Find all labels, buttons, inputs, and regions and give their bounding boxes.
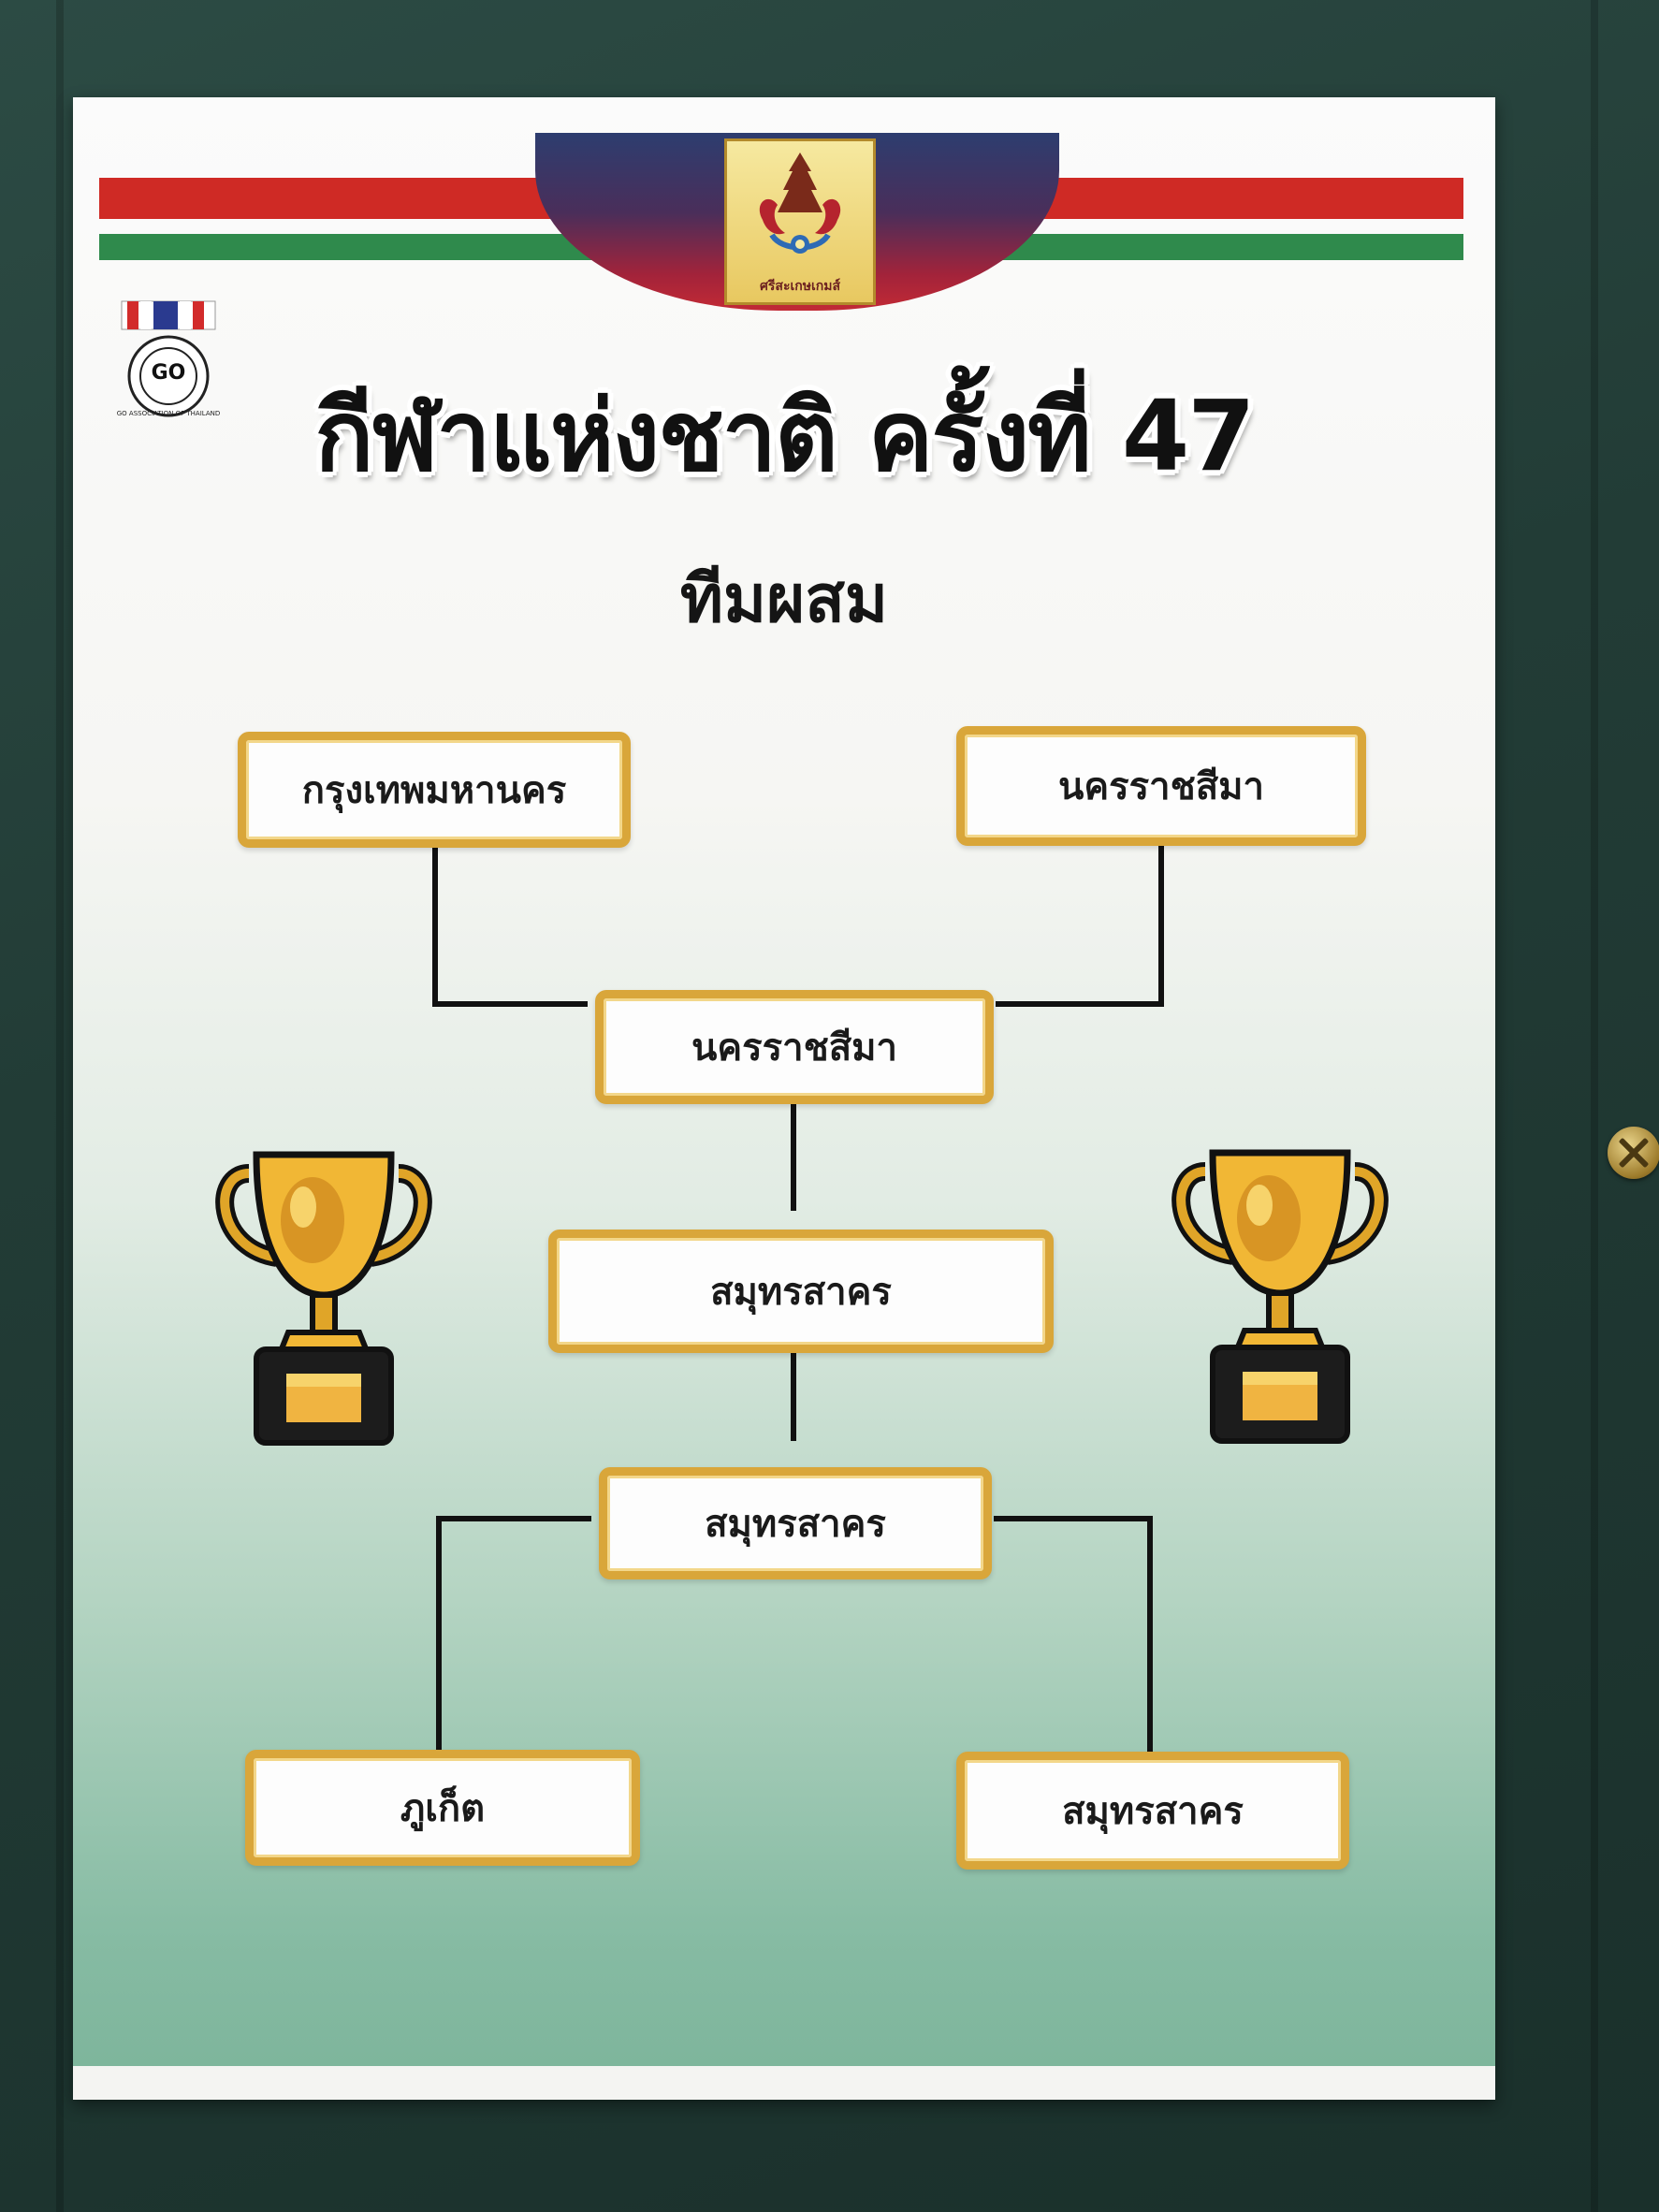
ga-logo-letters: GO [151, 361, 186, 385]
trophy-left-icon [211, 1145, 436, 1454]
bracket-semi-bottom: สมุทรสาคร [599, 1467, 992, 1579]
bracket-team-bottom-right: สมุทรสาคร [956, 1752, 1349, 1870]
bracket-line [1158, 842, 1164, 1005]
bracket-line [994, 1516, 1153, 1521]
wall-seam [1591, 0, 1598, 2212]
bracket-line [1147, 1516, 1153, 1752]
bracket-line [432, 842, 438, 1005]
emblem-caption: ศรีสะเกษเกมส์ [760, 279, 840, 294]
sisaket-games-emblem-icon: ศรีสะเกษเกมส์ [724, 138, 876, 305]
bracket-semi-top: นครราชสีมา [595, 990, 994, 1104]
trophy-right-icon [1168, 1143, 1392, 1452]
bracket-line [996, 1001, 1164, 1007]
bracket-final-winner: สมุทรสาคร [548, 1230, 1054, 1353]
go-association-logo-icon: GO GO ASSOCIATION OF THAILAND [114, 299, 223, 421]
poster-subtitle: ทีมผสม [679, 560, 889, 637]
bracket-team-top-left: กรุงเทพมหานคร [238, 732, 631, 848]
bracket-line [791, 1102, 796, 1211]
bracket-team-bottom-left: ภูเก็ต [245, 1750, 640, 1866]
poster-title: กีฬาแห่งชาติ ครั้งที่ 47 [314, 379, 1255, 493]
bracket-line [436, 1516, 591, 1521]
poster: ศรีสะเกษเกมส์ GO GO ASSOCIATION OF THAIL… [73, 97, 1495, 2100]
bracket-line [436, 1516, 442, 1752]
screw-icon [1608, 1127, 1659, 1179]
ga-logo-text: GO ASSOCIATION OF THAILAND [116, 410, 221, 417]
bracket-line [432, 1001, 588, 1007]
bracket-team-top-right: นครราชสีมา [956, 726, 1366, 846]
wall-seam [56, 0, 64, 2212]
bracket-line [791, 1332, 796, 1441]
